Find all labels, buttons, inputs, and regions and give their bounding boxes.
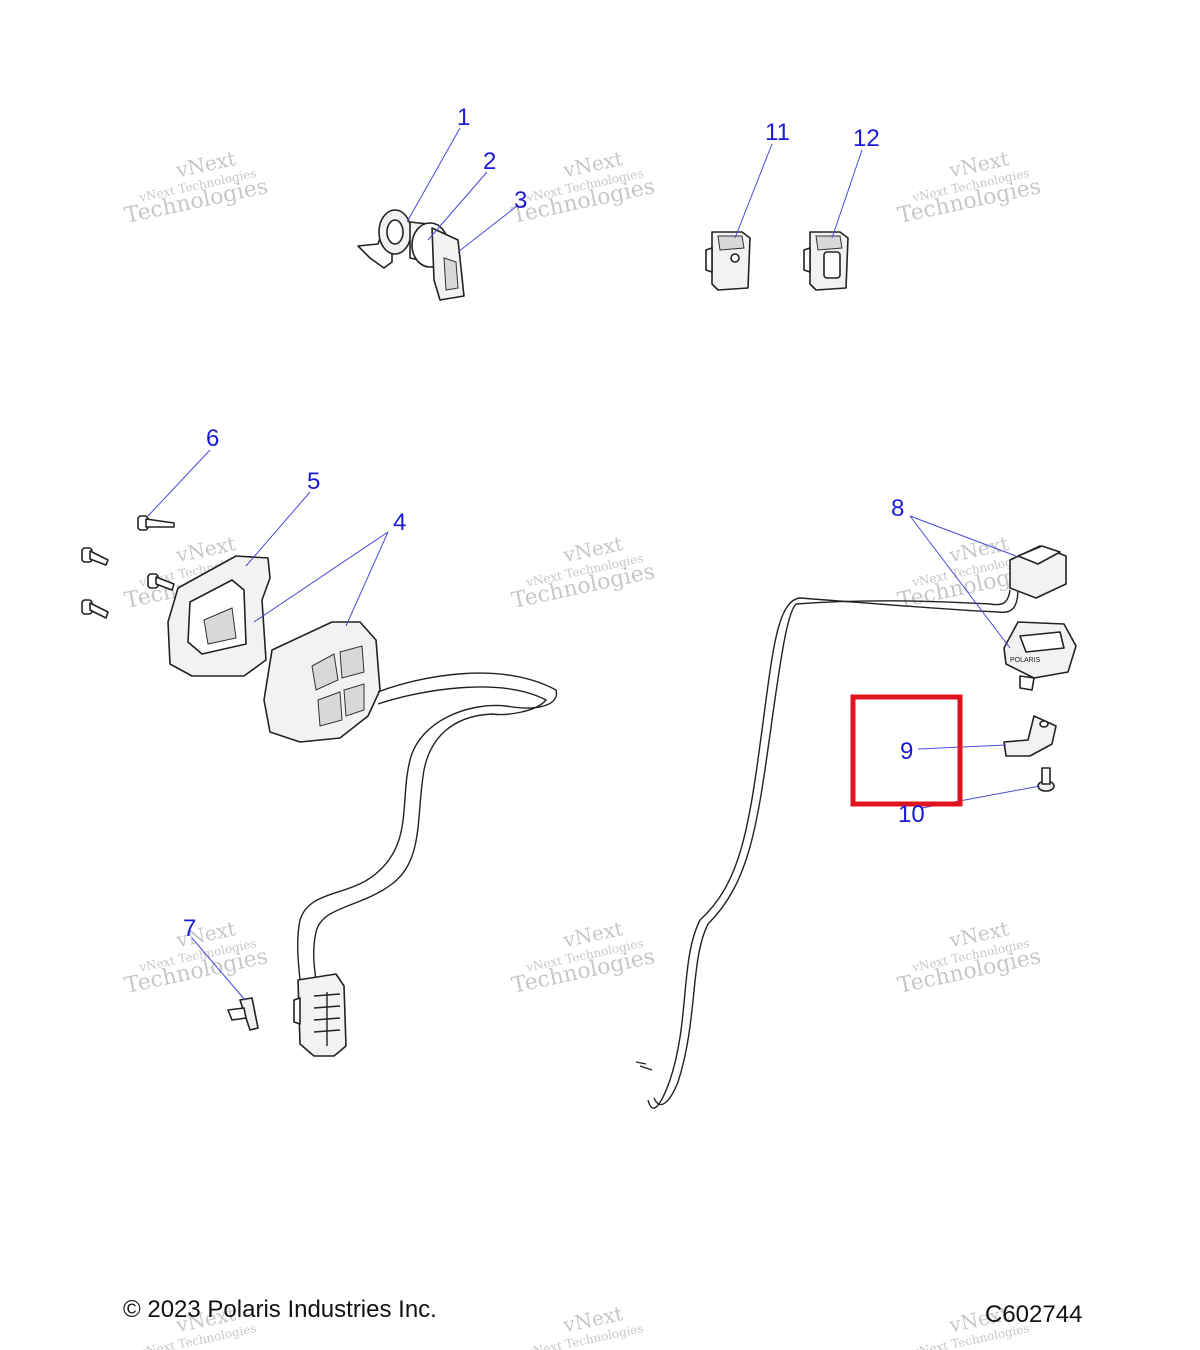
callout-5: 5 (307, 468, 320, 495)
harness-connector (297, 973, 347, 1057)
callouts: 1 2 3 4 5 6 7 8 9 10 11 12 (183, 104, 925, 942)
screw (147, 573, 175, 591)
highlight-box (850, 694, 963, 807)
screw (81, 547, 109, 566)
callout-4: 4 (393, 509, 406, 536)
sensor-cable-a (647, 587, 1019, 1109)
callout-11: 11 (765, 119, 790, 146)
watermark: vNext vNext Technologies Technologies (896, 146, 1044, 229)
copyright-text: © 2023 Polaris Industries Inc. (123, 1296, 437, 1323)
switch-with-cable: POLARIS (635, 545, 1077, 1109)
svg-text:POLARIS: POLARIS (1010, 657, 1041, 664)
push-clip (227, 997, 259, 1031)
watermark: vNext vNext Technologies Technologies (896, 916, 1044, 999)
callout-10: 10 (898, 801, 925, 828)
callout-7: 7 (183, 915, 196, 942)
sensor-cable-b (653, 589, 1011, 1106)
screws (81, 515, 175, 619)
watermark: vNext vNext Technologies Technologies (510, 146, 658, 229)
harness-wire-b (313, 686, 548, 981)
handlebar-switch-assembly (263, 621, 558, 1057)
rocker-switch-12 (803, 231, 849, 291)
screw (81, 599, 109, 619)
switch-clamp-housing (167, 555, 271, 677)
mounting-bracket (1003, 715, 1057, 757)
callout-9: 9 (900, 738, 913, 765)
watermark: vNext vNext Technologies Technologies (510, 531, 658, 614)
callout-3: 3 (514, 187, 527, 214)
screw (137, 515, 175, 531)
callout-2: 2 (483, 148, 496, 175)
callout-8: 8 (891, 495, 904, 522)
light-icon (730, 253, 740, 263)
harness-wire-a (297, 672, 558, 981)
bolt (1037, 767, 1055, 792)
watermark: vNext vNext Technologies Technologies (510, 916, 658, 999)
callout-12: 12 (853, 125, 880, 152)
watermark: vNext vNext Technologies Technologies (123, 146, 271, 229)
rocker-switch-11 (705, 231, 751, 291)
watermark: vNext vNext Technologies (524, 1301, 644, 1350)
diagram-code: C602744 (985, 1301, 1083, 1328)
ignition-switch-assembly (357, 209, 465, 301)
callout-6: 6 (206, 425, 219, 452)
callout-1: 1 (457, 104, 470, 131)
